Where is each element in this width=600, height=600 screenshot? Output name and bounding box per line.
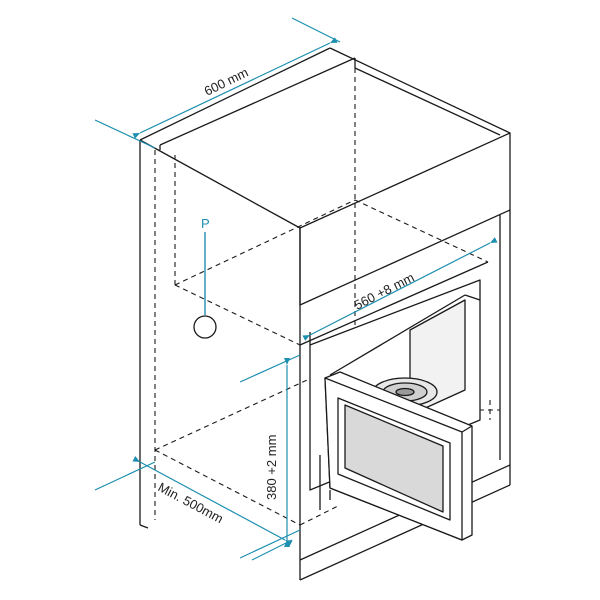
width-label: 600 mm [202,65,251,99]
height-label: 380 +2 mm [264,435,279,500]
socket-icon [193,315,217,339]
microwave [309,279,481,541]
dimension-lines [94,17,498,561]
power-socket: P [193,216,217,339]
power-point-label: P [201,216,210,231]
